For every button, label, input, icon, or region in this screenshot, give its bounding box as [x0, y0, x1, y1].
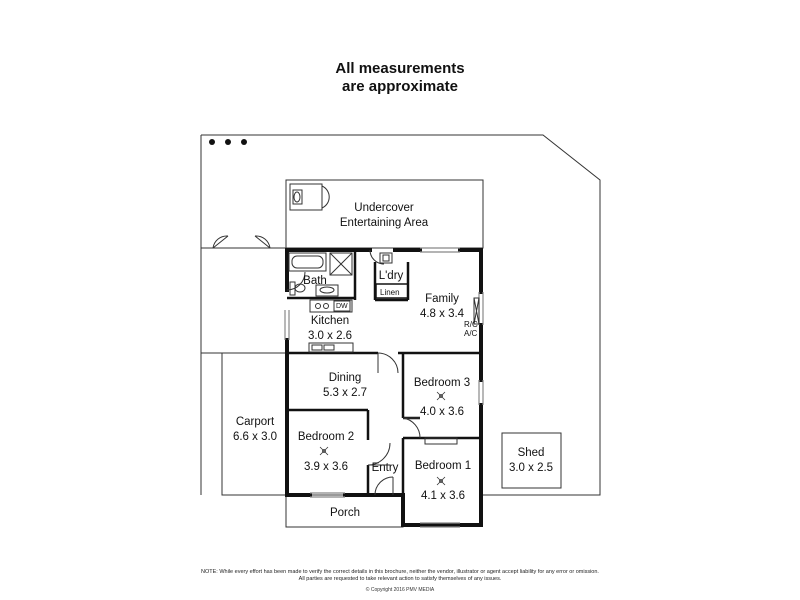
family-label: Family — [425, 293, 459, 305]
measurement-note-line2: are approximate — [342, 78, 458, 95]
bath-label: Bath — [303, 275, 327, 287]
bedroom1-label: Bedroom 1 — [414, 460, 472, 472]
shower-icon — [329, 252, 353, 276]
doors — [286, 249, 421, 496]
dining-size: 5.3 x 2.7 — [322, 387, 368, 399]
dishwasher-label: DW — [336, 303, 348, 310]
copyright-text: © Copyright 2016 PMV MEDIA — [365, 587, 435, 593]
ceiling-fan-icon — [436, 476, 446, 486]
linen-label: Linen — [380, 288, 400, 297]
measurement-note-line1: All measurements — [335, 60, 465, 77]
porch-label: Porch — [329, 507, 361, 519]
rc-label: R/C — [464, 320, 478, 329]
kitchen-label: Kitchen — [310, 315, 350, 327]
entry-label: Entry — [371, 462, 399, 474]
bedroom3-label: Bedroom 3 — [413, 377, 471, 389]
laundry-label: L'dry — [378, 270, 404, 282]
interior-walls — [287, 250, 481, 495]
ceiling-fan-icon — [436, 391, 446, 401]
kitchen-bench — [308, 299, 354, 353]
carport-size: 6.6 x 3.0 — [232, 431, 278, 443]
laundry-tub-icon — [379, 252, 393, 264]
linen-cupboard — [375, 283, 409, 299]
carport-outline — [221, 352, 287, 496]
bedroom2-size: 3.9 x 3.6 — [303, 461, 349, 473]
shed-size: 3.0 x 2.5 — [508, 462, 554, 474]
family-size: 4.8 x 3.4 — [419, 308, 465, 320]
shed-outline — [501, 432, 562, 489]
entertaining-area-label: Entertaining Area — [339, 217, 429, 229]
tree-icon — [209, 139, 247, 145]
air-conditioner-icon — [473, 297, 480, 325]
shed-label: Shed — [517, 447, 545, 459]
toilet-bath-icon — [289, 281, 306, 296]
bedroom3-size: 4.0 x 3.6 — [419, 406, 465, 418]
ceiling-fan-icon — [319, 446, 329, 456]
undercover-area-outline — [285, 179, 484, 249]
toilet-icon — [289, 183, 330, 211]
kitchen-size: 3.0 x 2.6 — [307, 330, 353, 342]
disclaimer-text: NOTE: While every effort has been made t… — [201, 569, 599, 582]
wardrobe — [424, 437, 458, 445]
bathtub-icon — [288, 252, 327, 272]
carport-label: Carport — [235, 416, 275, 428]
undercover-label: Undercover — [354, 202, 414, 214]
ac-label: A/C — [464, 329, 478, 338]
basin-icon — [315, 284, 339, 297]
property-boundary — [201, 134, 601, 496]
gate-icon — [212, 235, 271, 249]
bedroom1-size: 4.1 x 3.6 — [420, 490, 466, 502]
dining-label: Dining — [328, 372, 362, 384]
bedroom2-label: Bedroom 2 — [297, 431, 355, 443]
